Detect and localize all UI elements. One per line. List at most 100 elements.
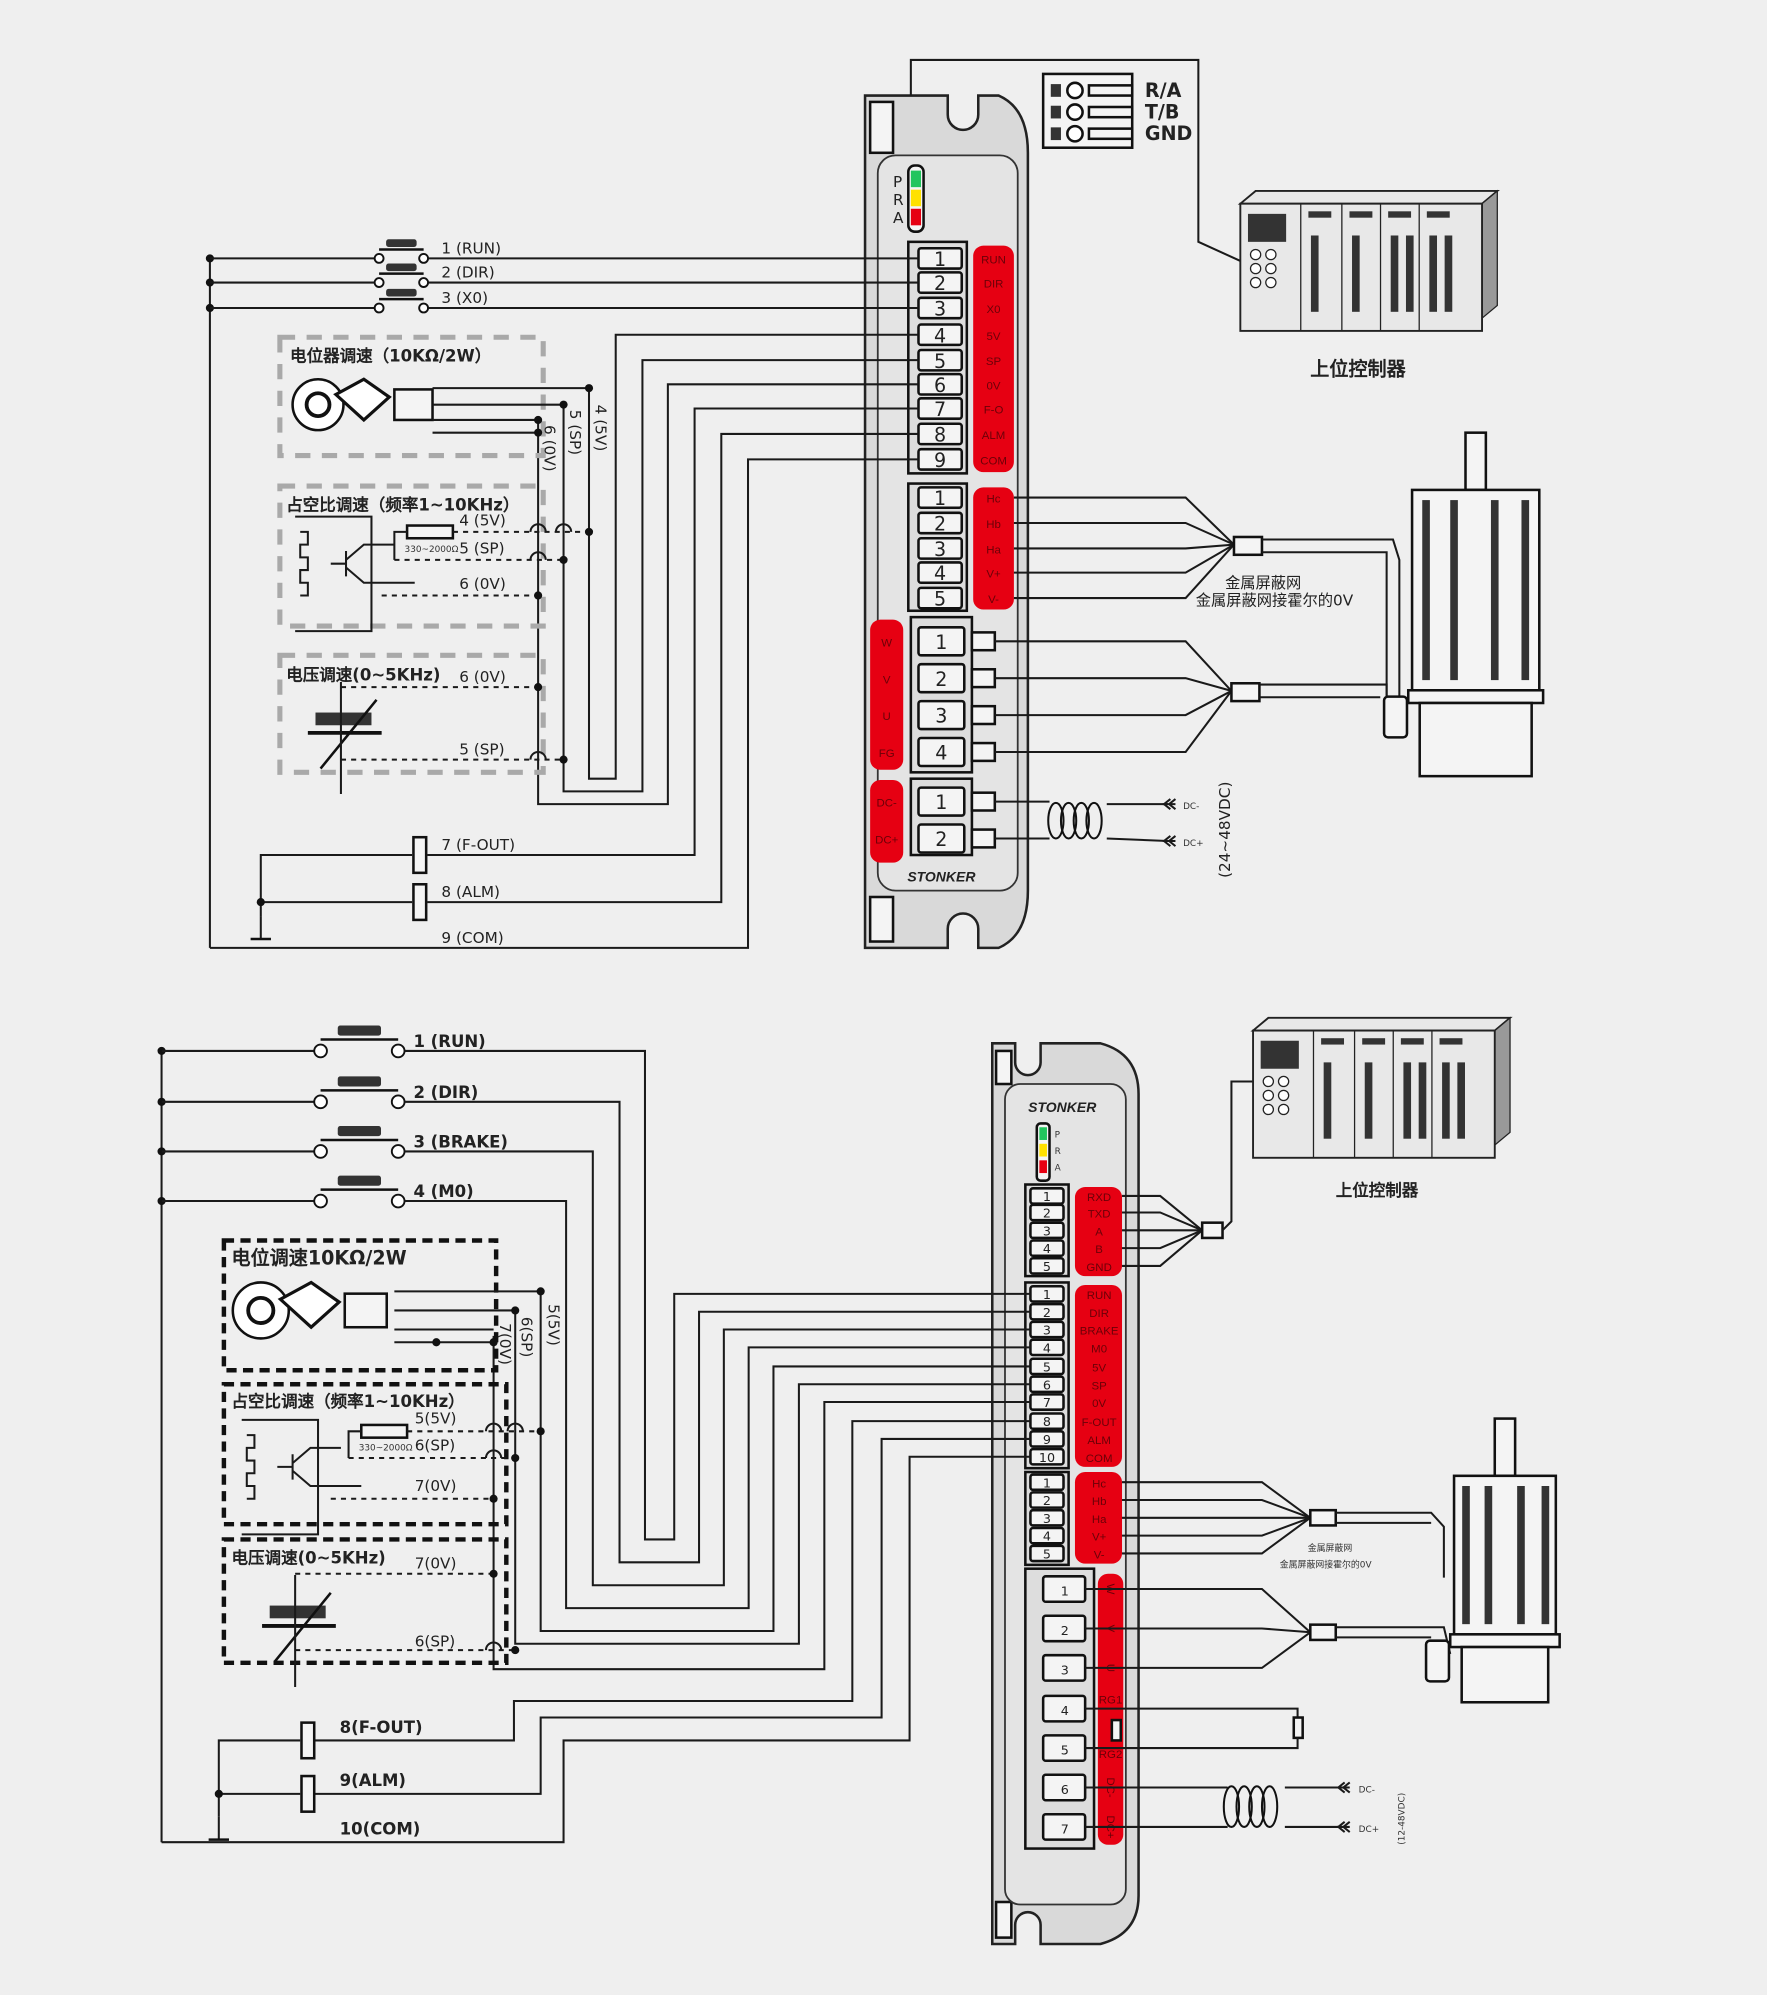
motor-fin — [1517, 1486, 1525, 1625]
wire-crossover — [529, 751, 547, 760]
potentiometer-icon — [231, 1280, 389, 1340]
terminal-label-7: F-O — [984, 405, 1004, 417]
control-label: COM — [1086, 1453, 1113, 1465]
motor-body — [1410, 488, 1541, 692]
switch-label: 2 (DIR) — [413, 1083, 478, 1102]
pwm-wire-label: 5(5V) — [415, 1410, 457, 1428]
dc-plus-label: DC+ — [1359, 1825, 1380, 1835]
hall-label: Hb — [1092, 1496, 1107, 1508]
comm-terminal-3 — [1029, 1221, 1065, 1240]
 — [1418, 1062, 1427, 1139]
plc-display — [1260, 1040, 1299, 1069]
motor-phase-wire — [994, 690, 1233, 753]
output-label: 8(F-OUT) — [340, 1718, 423, 1737]
comm-label: R/A — [1145, 80, 1182, 102]
output-label: 7 (F-OUT) — [441, 836, 515, 854]
switch-2[interactable] — [373, 263, 430, 288]
hall-label: V- — [1094, 1550, 1105, 1562]
motor-fin — [1462, 1486, 1470, 1625]
 — [1050, 84, 1061, 97]
terminal-label-8: ALM — [982, 430, 1006, 442]
terminal-number: 2 — [934, 514, 946, 536]
switch-1[interactable] — [373, 239, 430, 264]
control-label: F-OUT — [1082, 1417, 1117, 1429]
switch-contact — [418, 252, 430, 264]
wire-crossover — [484, 1449, 503, 1459]
comm-cable — [909, 58, 1241, 262]
led-label: R — [893, 191, 904, 209]
pwm-wire-label: 6 (0V) — [459, 575, 506, 593]
hall-terminal-3 — [917, 536, 964, 560]
 — [1405, 235, 1414, 312]
control-terminal-4 — [1029, 1338, 1065, 1357]
comm-label: TXD — [1088, 1209, 1111, 1221]
push-button-cap — [337, 1025, 382, 1036]
pwm-speed-box — [277, 483, 546, 629]
switch-contact — [373, 252, 385, 264]
wire-crossover — [506, 1422, 524, 1432]
supply-voltage-label: (12-48VDC) — [1397, 1793, 1407, 1845]
led-label: R — [1055, 1147, 1061, 1157]
controller-label: 上位控制器 — [1310, 357, 1406, 380]
control-terminal-3 — [1029, 1320, 1065, 1339]
comm-label: B — [1095, 1244, 1103, 1256]
pot-wire-sp: 6(SP) — [518, 1317, 536, 1357]
dc-minus-label: DC- — [1359, 1786, 1375, 1796]
hall-terminal-2 — [917, 511, 964, 535]
comm-terminal-4 — [1029, 1239, 1065, 1258]
switch-contact — [313, 1094, 328, 1110]
brand-logo: STONKER — [1028, 1099, 1096, 1115]
 — [1087, 105, 1134, 119]
hall-label: Hc — [1092, 1478, 1106, 1490]
power-input-arrow-icon — [1162, 835, 1177, 847]
junction-dot — [534, 591, 543, 600]
motor-phase-label: V — [883, 674, 891, 686]
motor-body — [1452, 1474, 1558, 1636]
 — [1390, 235, 1399, 312]
 — [1050, 127, 1061, 141]
comm-label: GND — [1086, 1262, 1111, 1274]
ferrite-coil-icon — [1222, 1785, 1279, 1828]
motor-shaft — [1464, 431, 1488, 492]
control-terminal-7 — [1029, 1393, 1065, 1411]
terminal-number: 4 — [935, 743, 947, 765]
switch-contact — [313, 1193, 328, 1209]
pot-wire-0v: 7(0V) — [496, 1323, 514, 1365]
 — [1426, 211, 1450, 218]
terminal-label-5: SP — [986, 356, 1002, 368]
switch-4[interactable] — [313, 1175, 406, 1209]
switch-2[interactable] — [313, 1076, 406, 1110]
comm-label: A — [1095, 1226, 1103, 1238]
push-button-cap — [386, 239, 417, 247]
motor-cable-plug — [1230, 682, 1261, 703]
 — [1310, 235, 1319, 312]
mount-slot — [994, 1049, 1013, 1086]
control-label: ALM — [1087, 1435, 1111, 1447]
junction-dot — [559, 400, 568, 409]
junction-dot — [584, 527, 594, 536]
junction-dot — [511, 1453, 520, 1463]
switch-contact — [390, 1193, 406, 1209]
terminal-label-2: DIR — [984, 279, 1004, 291]
voltage-speed-box — [221, 1537, 509, 1666]
junction-dot — [534, 683, 543, 692]
switch-contact — [418, 277, 430, 288]
voltage-wire-0v: 6 (0V) — [459, 668, 506, 686]
switch-3[interactable] — [373, 288, 430, 314]
control-terminal-6 — [1029, 1375, 1065, 1394]
hall-wire — [1122, 1516, 1311, 1537]
switch-contact — [390, 1144, 406, 1159]
hall-wire — [1122, 1481, 1311, 1519]
control-label: RUN — [1087, 1290, 1112, 1302]
hall-terminal-1 — [917, 486, 964, 509]
pwm-box-title: 占空比调速（频率1~10KHz） — [232, 1391, 465, 1411]
switch-3[interactable] — [313, 1125, 406, 1159]
wire-sp — [562, 359, 919, 793]
comm-connector — [1041, 72, 1134, 149]
 — [1457, 1062, 1465, 1139]
junction-dot — [536, 1427, 545, 1436]
brand-logo: STONKER — [907, 869, 975, 885]
output-load-icon — [412, 883, 428, 922]
switch-1[interactable] — [313, 1025, 406, 1059]
pwm-wire-label: 7(0V) — [415, 1477, 457, 1495]
